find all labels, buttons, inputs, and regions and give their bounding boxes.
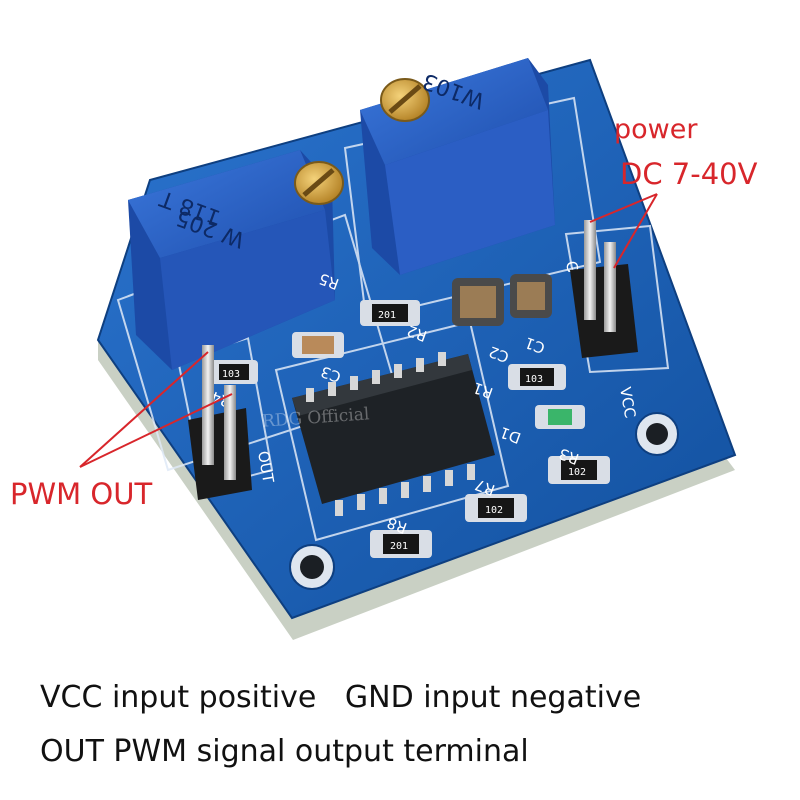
power-header: [570, 220, 638, 358]
code-r2: 201: [378, 310, 396, 321]
silk-r2: R2: [404, 321, 429, 345]
mounting-hole-right: [635, 412, 679, 456]
smd-components: [208, 274, 610, 558]
caption-line-1: VCC input positive GND input negative: [40, 680, 642, 715]
silk-r7: R7: [472, 475, 497, 499]
ic-pins: [306, 352, 475, 516]
pcb-edge: [98, 338, 735, 640]
silk-out: OUT: [254, 450, 277, 485]
pwm-out-label: PWM OUT: [10, 477, 153, 511]
silk-vcc: VCC: [616, 386, 639, 420]
voltage-label: DC 7-40V: [620, 157, 758, 191]
code-r7: 102: [485, 505, 503, 516]
silk-c3: C3: [318, 362, 343, 386]
silk-r1: R1: [470, 378, 495, 402]
silk-c1: C1: [522, 333, 547, 357]
power-label: power: [614, 114, 698, 145]
silk-c2: C2: [486, 342, 511, 366]
mounting-hole-left: [289, 544, 335, 590]
silk-r5: R5: [316, 269, 341, 293]
silk-r3: R3: [556, 444, 581, 468]
potentiometer-left: [128, 150, 344, 370]
ic-chip: [292, 354, 495, 504]
caption-line-2: OUT PWM signal output terminal: [40, 734, 529, 769]
code-r3: 102: [568, 467, 586, 478]
pwm-pointer-lines: [79, 351, 233, 468]
code-r1: 103: [525, 374, 543, 385]
silk-r8: R8: [384, 513, 409, 537]
code-r8: 201: [390, 541, 408, 552]
power-pointer-lines: [589, 193, 658, 269]
potentiometer-right: [360, 58, 555, 275]
code-r4: 103: [222, 369, 240, 380]
